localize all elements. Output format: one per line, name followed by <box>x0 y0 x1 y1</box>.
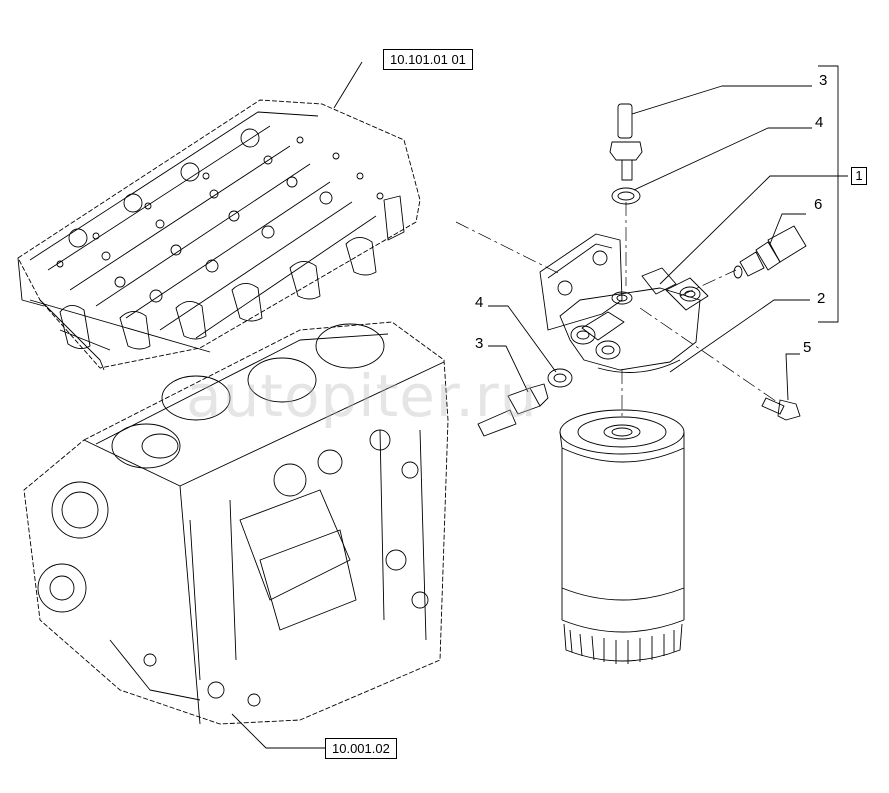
filter-cartridge <box>559 409 685 664</box>
callout-4-left: 4 <box>475 294 484 311</box>
callout-6: 6 <box>814 196 823 213</box>
washer-4-left <box>547 368 573 388</box>
callout-4-top: 4 <box>815 114 824 131</box>
callout-3-left: 3 <box>475 335 484 352</box>
filter-head <box>539 233 709 373</box>
fitting-3-top <box>609 103 643 181</box>
callout-5: 5 <box>803 339 812 356</box>
washer-4-top <box>611 187 641 205</box>
fitting-3-left <box>477 383 549 437</box>
leader-lines <box>231 61 848 749</box>
callout-1: 1 <box>851 167 867 185</box>
bolt-5 <box>761 397 801 421</box>
engine-block <box>23 321 449 725</box>
watermark: autopiter.ru <box>186 362 538 430</box>
reference-engine-block[interactable]: 10.001.02 <box>325 738 397 759</box>
reference-cylinder-head[interactable]: 10.101.01 01 <box>383 49 473 70</box>
cylinder-head <box>17 99 421 371</box>
axis-lines <box>455 202 781 420</box>
callout-2: 2 <box>817 290 826 307</box>
sensor-6 <box>733 225 807 279</box>
callout-3-top: 3 <box>819 72 828 89</box>
